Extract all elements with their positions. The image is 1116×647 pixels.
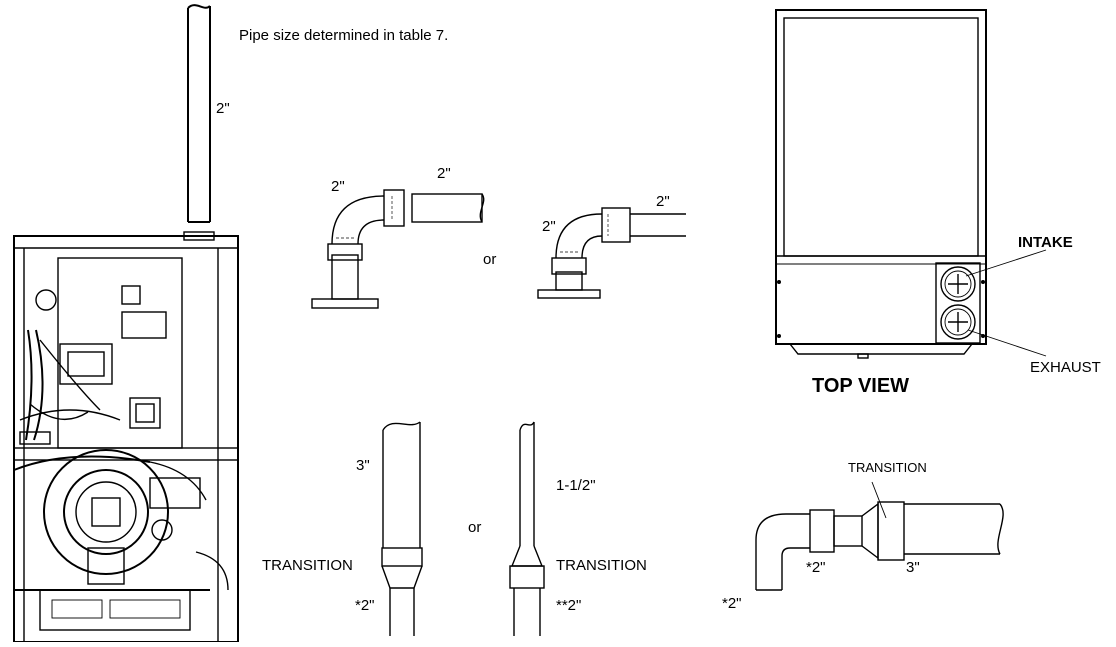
pipe-size-note: Pipe size determined in table 7.	[239, 27, 448, 44]
exhaust-label: EXHAUST	[1030, 359, 1101, 376]
horizontal-pipe-label: 3"	[906, 559, 920, 576]
horizontal-elbow-label: *2"	[722, 595, 742, 612]
exhaust-port-plus-icon	[940, 304, 976, 340]
vertical-pipe-size-label: 2"	[216, 100, 230, 117]
elbow-b-horizontal-label: 2"	[656, 193, 670, 210]
elbow-a-horizontal-label: 2"	[437, 165, 451, 182]
furnace-front-view-icon	[13, 231, 239, 643]
elbow-b-vertical-label: 2"	[542, 218, 556, 235]
transition-1-5in-bottom-label: **2"	[556, 597, 581, 614]
top-view-icon	[775, 9, 987, 359]
intake-label: INTAKE	[1018, 234, 1073, 251]
horizontal-transition-icon	[755, 481, 1004, 591]
transition-1-5in-top-label: 1-1/2"	[556, 477, 596, 494]
or-upper-label: or	[483, 251, 496, 268]
transition-1-5in-label: TRANSITION	[556, 557, 647, 574]
transition-3in-label: TRANSITION	[262, 557, 353, 574]
elbow-a-vertical-label: 2"	[331, 178, 345, 195]
horizontal-transition-label: TRANSITION	[848, 460, 927, 475]
horizontal-mid-label: *2"	[806, 559, 826, 576]
pipe-transition-icon-3in	[381, 421, 423, 636]
top-view-title: TOP VIEW	[812, 375, 909, 397]
pipe-elbow-icon-b	[537, 207, 686, 299]
pipe-elbow-icon-a	[311, 189, 485, 309]
transition-3in-top-label: 3"	[356, 457, 370, 474]
exhaust-leader-line	[967, 329, 1047, 357]
pipe-transition-icon-1-5in	[509, 421, 545, 636]
or-lower-label: or	[468, 519, 481, 536]
intake-leader-line	[965, 249, 1047, 277]
transition-3in-bottom-label: *2"	[355, 597, 375, 614]
vertical-pipe-2in	[187, 4, 211, 223]
intake-port-plus-icon	[940, 266, 976, 302]
